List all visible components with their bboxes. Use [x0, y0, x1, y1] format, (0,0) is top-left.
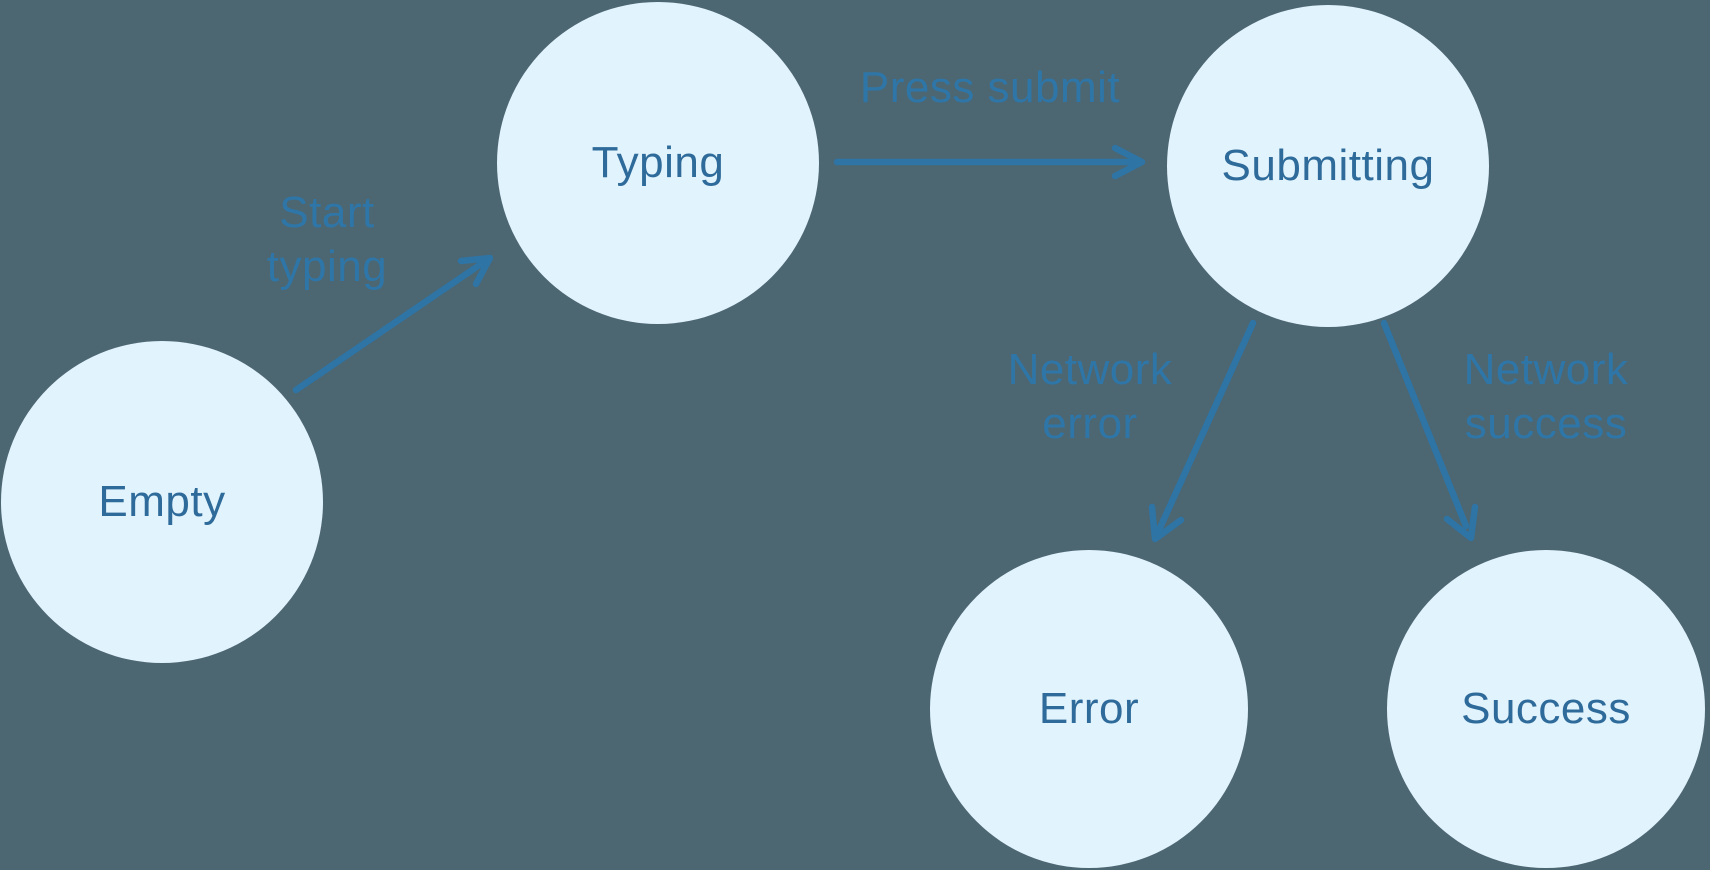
state-node-submitting[interactable]: Submitting [1167, 5, 1489, 327]
state-node-empty[interactable]: Empty [1, 341, 323, 663]
state-label-success: Success [1461, 684, 1631, 733]
state-node-typing[interactable]: Typing [497, 2, 819, 324]
arrow-typing-to-submitting[interactable] [833, 144, 1146, 180]
edge-label-network-error: Network error [1007, 345, 1173, 448]
state-label-empty: Empty [98, 477, 226, 526]
edge-label-start-typing: Start typing [266, 188, 388, 291]
arrow-empty-to-typing[interactable] [292, 254, 494, 394]
state-node-success[interactable]: Success [1387, 550, 1705, 868]
state-label-submitting: Submitting [1221, 141, 1435, 190]
arrow-submitting-to-success[interactable] [1380, 319, 1479, 542]
state-label-typing: Typing [591, 138, 725, 187]
edge-label-press-submit: Press submit [859, 63, 1121, 112]
state-node-error[interactable]: Error [930, 550, 1248, 868]
edge-label-network-success: Network success [1463, 345, 1629, 448]
arrow-submitting-to-error[interactable] [1148, 319, 1257, 543]
state-label-error: Error [1038, 684, 1140, 733]
